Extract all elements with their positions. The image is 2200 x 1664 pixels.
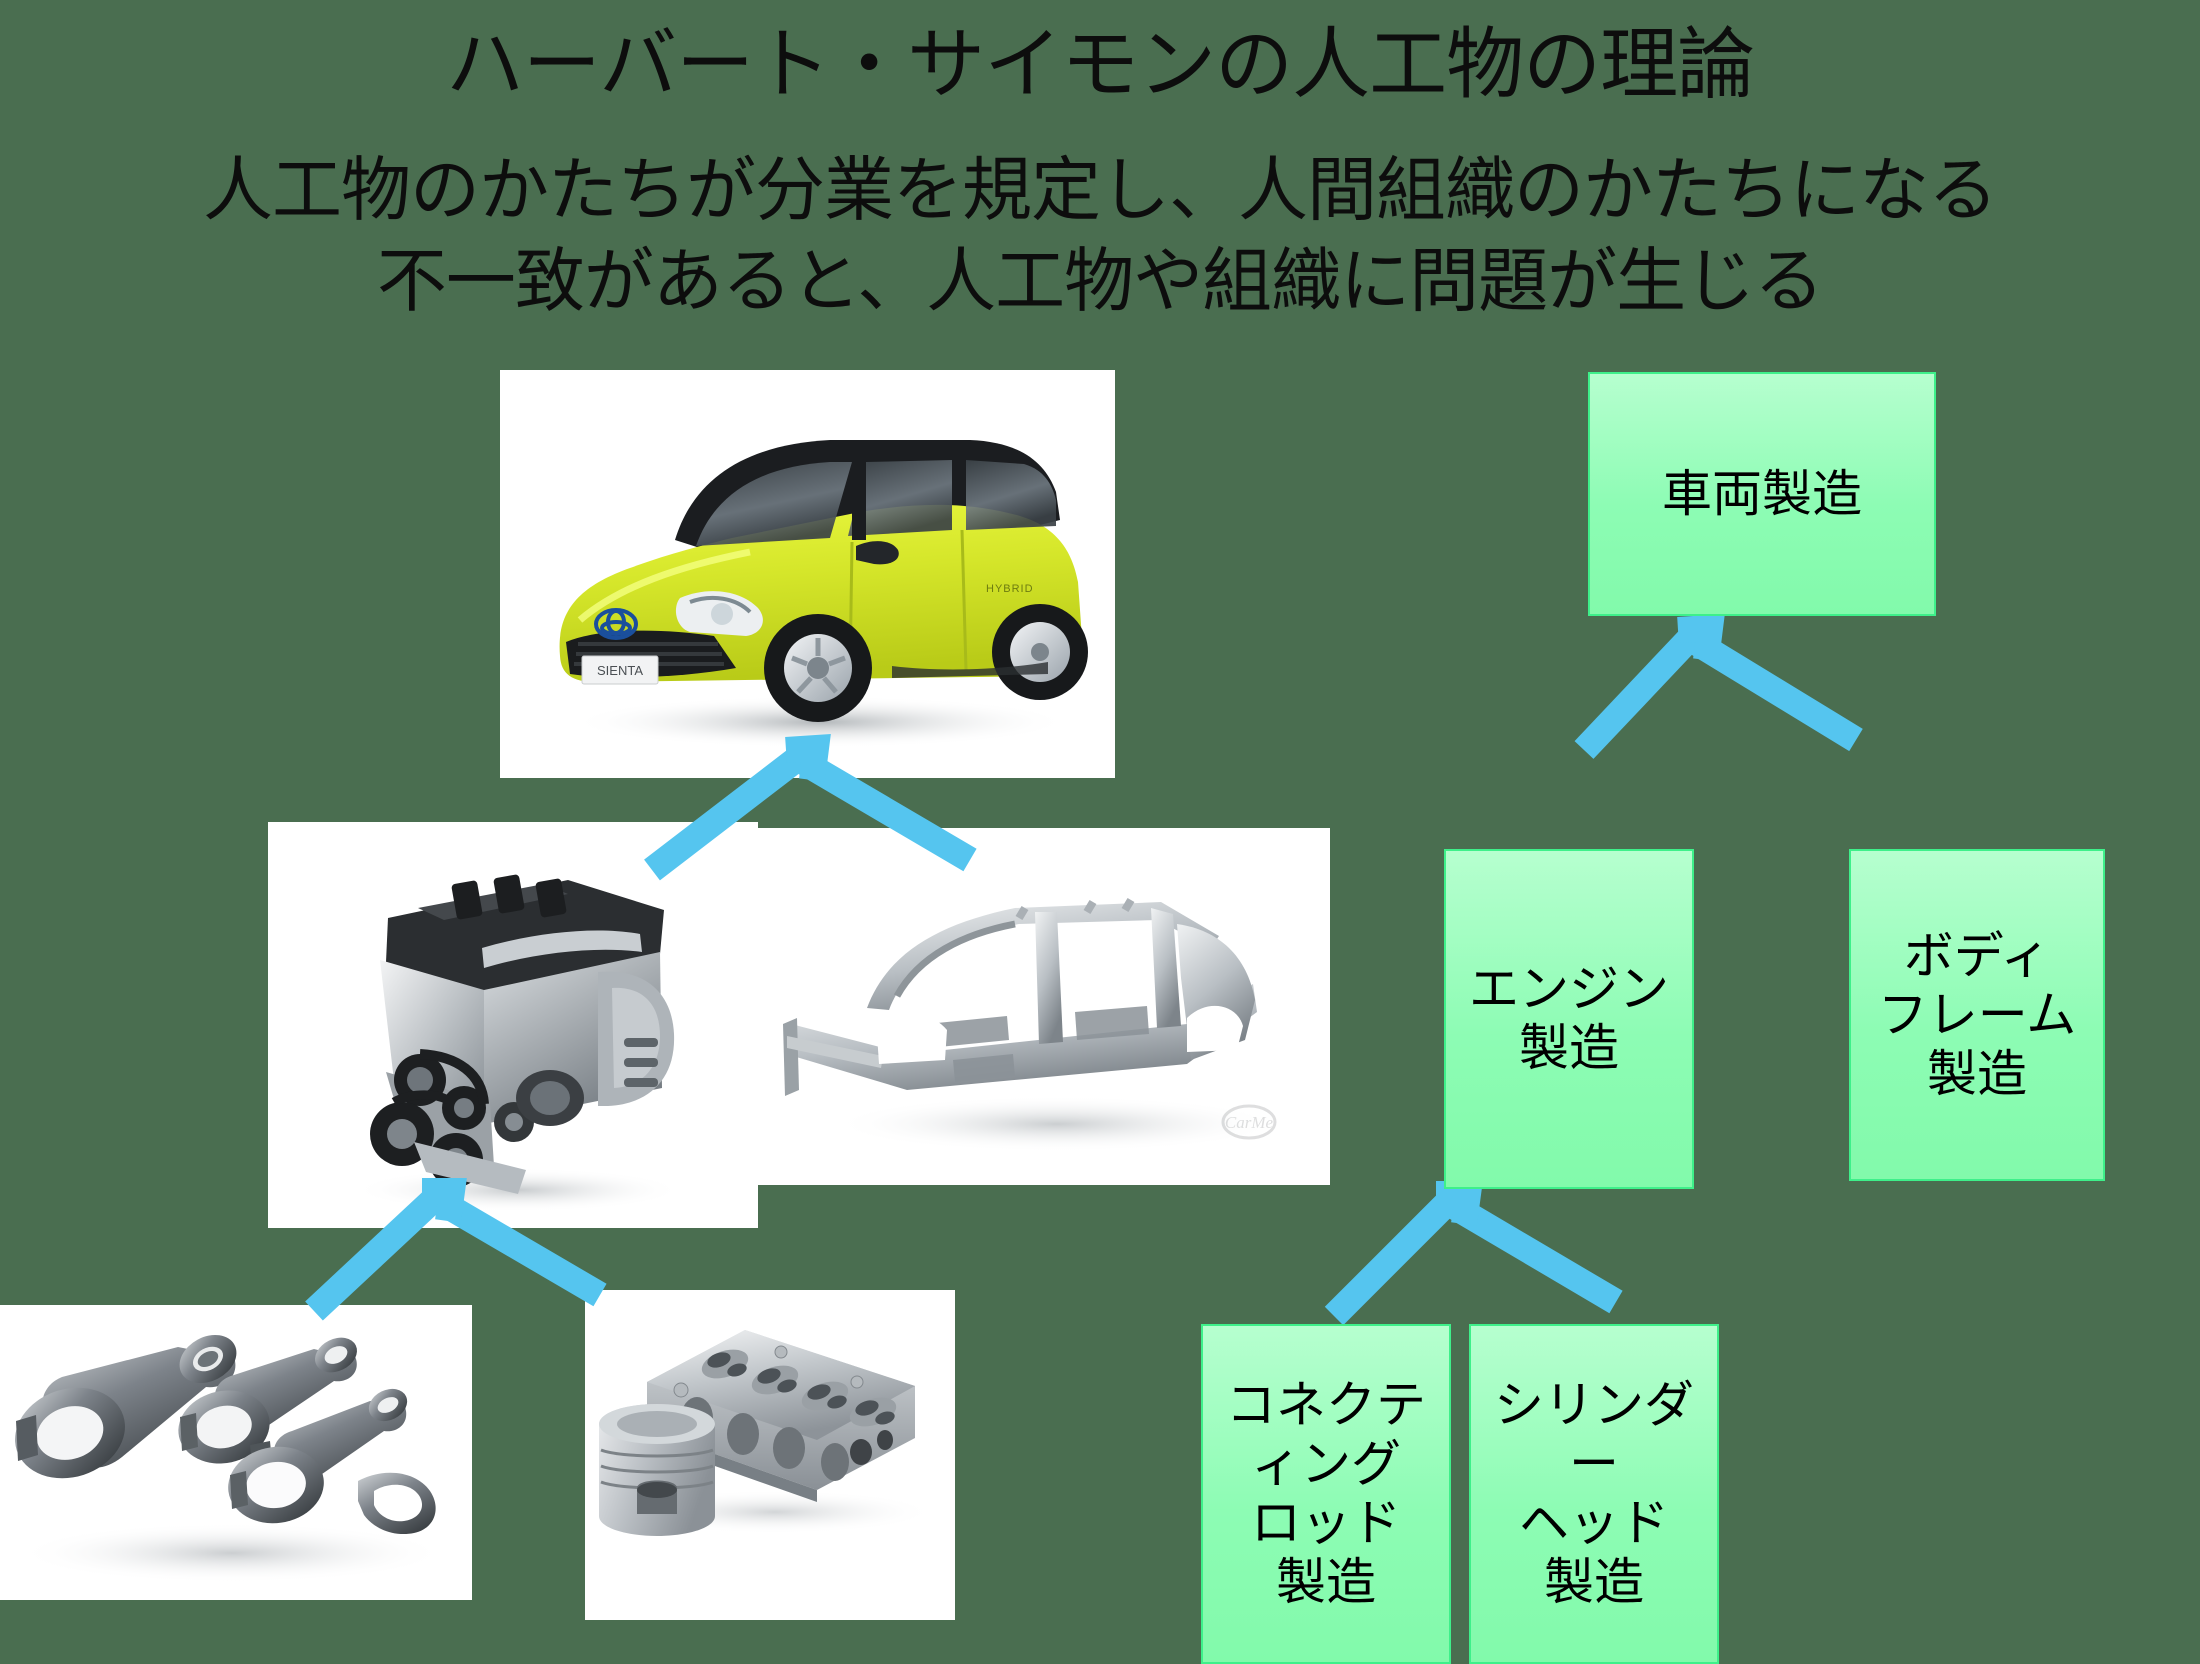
photo-cylinder-head xyxy=(585,1290,955,1620)
process-box-label: 車両製造 xyxy=(1662,465,1862,522)
connector-arrow-parts-to-car xyxy=(644,733,977,881)
process-box-label: ボディ フレーム 製造 xyxy=(1877,927,2077,1102)
engine-illustration xyxy=(268,822,758,1228)
slide-subtitle-line2: 不一致があると、人工物や組織に問題が生じる xyxy=(376,242,1824,320)
connector-arrow-engine-body-to-vehicle xyxy=(1574,614,1863,759)
photo-connecting-rods xyxy=(0,1305,472,1600)
process-box-engine-manufacturing[interactable]: エンジン 製造 xyxy=(1444,849,1694,1189)
process-box-connecting-rod-manufacturing[interactable]: コネクティング ロッド 製造 xyxy=(1201,1324,1451,1664)
process-box-cylinder-head-manufacturing[interactable]: シリンダー ヘッド 製造 xyxy=(1469,1324,1719,1664)
watermark-carme: CarMe xyxy=(1221,1104,1277,1140)
photo-engine-assembly xyxy=(268,822,758,1228)
connector-arrow-subparts-to-engine xyxy=(305,1178,607,1321)
process-box-label: コネクティング ロッド 製造 xyxy=(1226,1377,1426,1610)
process-box-label: エンジン 製造 xyxy=(1469,961,1669,1076)
slide-subtitle-line1: 人工物のかたちが分業を規定し、人間組織のかたちになる xyxy=(203,151,1998,229)
process-box-body-frame-manufacturing[interactable]: ボディ フレーム 製造 xyxy=(1849,849,2105,1181)
car-illustration: SIENTA xyxy=(500,370,1115,778)
car-plate-label: SIENTA xyxy=(597,663,643,678)
process-box-label: シリンダー ヘッド 製造 xyxy=(1494,1377,1694,1610)
connector-arrow-components-to-engine xyxy=(1324,1181,1623,1326)
cylinder-head-illustration xyxy=(585,1290,955,1620)
process-box-vehicle-manufacturing[interactable]: 車両製造 xyxy=(1588,372,1936,616)
svg-text:HYBRID: HYBRID xyxy=(986,583,1034,595)
photo-finished-car: SIENTA xyxy=(500,370,1115,778)
slide-title: ハーバート・サイモンの人工物の理論 xyxy=(445,20,1755,108)
photo-body-frame: CarMe xyxy=(757,828,1330,1185)
body-frame-illustration: CarMe xyxy=(757,828,1330,1185)
svg-text:CarMe: CarMe xyxy=(1225,1113,1274,1132)
connecting-rods-illustration xyxy=(0,1305,472,1600)
